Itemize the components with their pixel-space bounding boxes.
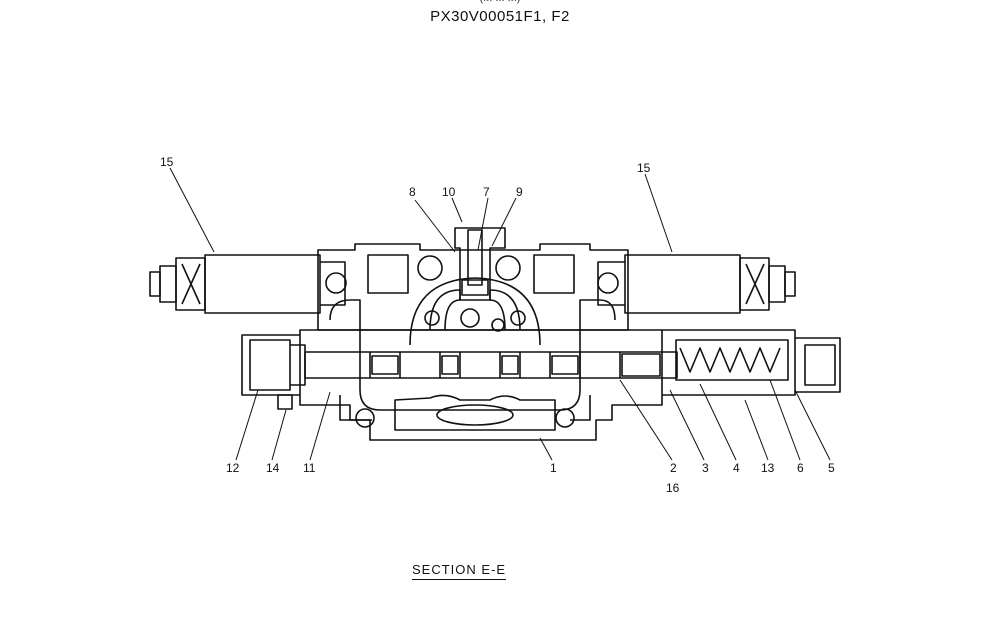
top-plug [454,227,506,301]
callout-7: 7 [483,185,490,199]
leader-7 [477,197,489,251]
callout-4: 4 [733,461,740,475]
callout-12: 12 [226,461,240,475]
callout-15-right: 15 [637,161,651,175]
callout-6: 6 [797,461,804,475]
return-spring [679,347,781,373]
leader-4 [699,383,737,461]
left-fitting [277,394,293,410]
leader-3 [669,389,705,461]
leader-2 [619,379,673,461]
callout-8: 8 [409,185,416,199]
upper-chamber-right [533,254,575,294]
spool-land-1 [371,355,399,375]
center-hole-5 [460,308,480,328]
callout-14: 14 [266,461,280,475]
leader-10 [451,197,463,223]
spool-land-2 [441,355,459,375]
leader-6 [769,379,801,461]
left-solenoid-tip [149,271,161,297]
callout-9: 9 [516,185,523,199]
body-hole-right [555,408,575,428]
leader-1 [539,437,553,461]
plug-stem [467,229,483,286]
leader-15-right [644,173,673,253]
leader-12 [235,389,259,461]
callout-1: 1 [550,461,557,475]
main-spool [304,351,678,379]
callout-3: 3 [702,461,709,475]
right-solenoid-adapter [597,261,625,306]
left-solenoid-cap [159,265,177,303]
right-end-cover [795,337,841,393]
leader-9 [491,197,517,247]
center-hole-6 [491,318,505,332]
plug-seat [461,279,489,296]
center-hole-2 [495,255,521,281]
callout-5: 5 [828,461,835,475]
leader-5 [794,389,831,461]
center-hole-4 [510,310,526,326]
callout-15-left: 15 [160,155,174,169]
model-code-title: PX30V00051F1, F2 [430,8,570,25]
left-solenoid-adapter [320,261,346,306]
spool-land-4 [551,355,579,375]
left-end-cap [241,334,300,396]
callout-13: 13 [761,461,775,475]
center-hole-1 [417,255,443,281]
internal-passage [329,299,616,411]
cropped-header-line: (... ... ...) [430,0,570,4]
center-arch [409,277,541,346]
right-solenoid-tip [784,271,796,297]
body-hole-left [355,408,375,428]
section-caption: SECTION E-E [412,562,507,580]
valve-body-upper [317,243,629,331]
left-end-plug [249,339,291,391]
spool-land-3 [501,355,519,375]
leader-14 [271,409,287,461]
right-end-plug [804,344,836,386]
internal-passage-2 [339,395,591,421]
left-solenoid-coil [204,254,321,314]
callout-11: 11 [303,461,316,475]
leader-11 [309,391,331,461]
right-solenoid-cap [768,265,786,303]
bottom-bore [436,404,514,426]
bottom-port [394,394,556,431]
right-spring-housing [662,329,796,396]
valve-body-lower [299,329,663,441]
spring-retainer [675,339,789,381]
right-solenoid-coil [624,254,741,314]
callout-16: 16 [666,481,680,495]
leader-8 [414,199,456,253]
leader-15-left [169,167,215,253]
center-hole-3 [424,310,440,326]
upper-chamber-left [367,254,409,294]
leader-13 [744,399,769,461]
callout-10: 10 [442,185,456,199]
spool-land-5 [621,353,661,377]
callout-2: 2 [670,461,677,475]
